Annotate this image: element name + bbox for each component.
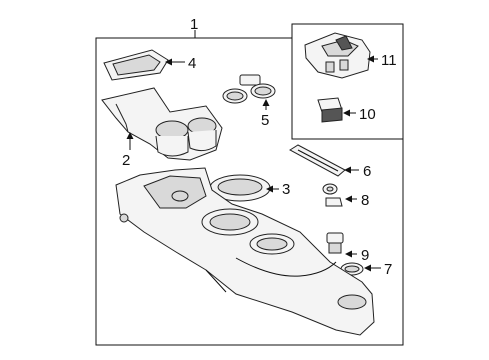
callout-7: 7 xyxy=(384,261,392,278)
callout-11: 11 xyxy=(381,52,397,69)
shifter-frame xyxy=(291,23,404,140)
callout-5: 5 xyxy=(261,112,269,129)
switch-part xyxy=(317,97,343,123)
callout-2: 2 xyxy=(122,152,130,169)
callout-10: 10 xyxy=(359,106,376,123)
callout-6: 6 xyxy=(363,163,371,180)
outlet-bezel-part xyxy=(322,183,343,207)
callout-9: 9 xyxy=(361,247,369,264)
callout-4: 4 xyxy=(188,55,196,72)
callout-3: 3 xyxy=(282,181,290,198)
seal-strip-part xyxy=(289,144,346,177)
callout-8: 8 xyxy=(361,192,369,209)
shifter-assembly-part xyxy=(304,32,371,79)
cup-holder-insert-part xyxy=(101,87,223,161)
tray-insert-part xyxy=(103,49,169,81)
cup-holder-rings-part xyxy=(222,74,276,104)
power-outlet-part xyxy=(326,232,344,254)
console-body-part xyxy=(115,167,375,336)
callout-1: 1 xyxy=(190,16,198,33)
